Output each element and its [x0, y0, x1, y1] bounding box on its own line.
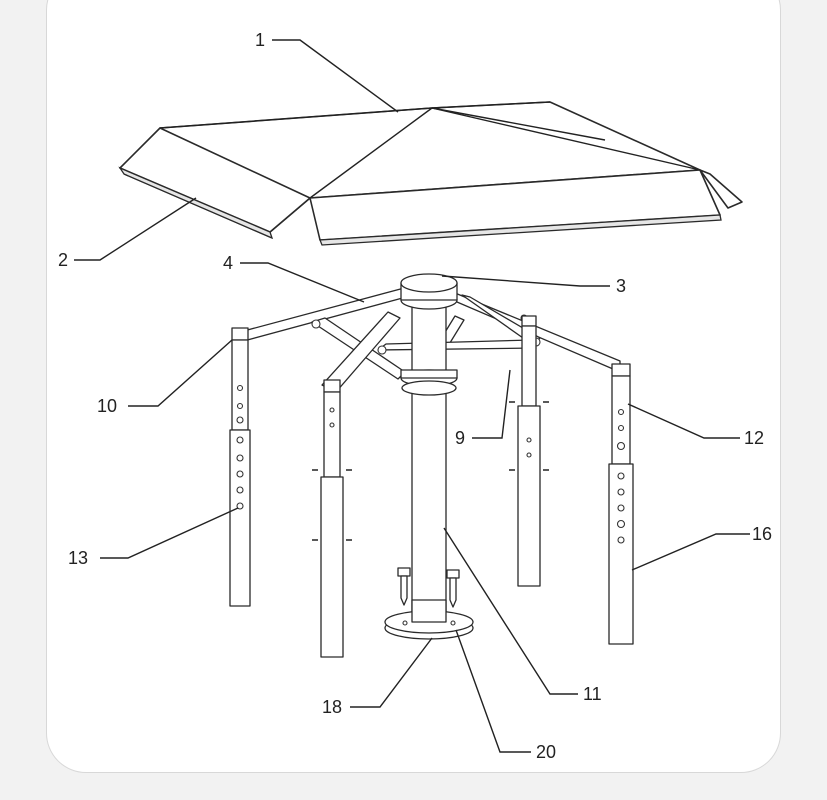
callout-9: 9	[455, 428, 465, 448]
leader-lines	[74, 39, 750, 753]
callout-13: 13	[68, 548, 88, 568]
callout-12: 12	[744, 428, 764, 448]
callout-11: 11	[583, 684, 602, 704]
canopy-roof	[118, 101, 743, 246]
callout-10: 10	[97, 396, 117, 416]
leg-front-left	[312, 379, 352, 658]
callout-1: 1	[255, 30, 265, 50]
leg-back-right	[509, 315, 549, 587]
leg-right	[608, 363, 634, 645]
callout-16: 16	[752, 524, 772, 544]
callout-20: 20	[536, 742, 556, 762]
callout-4: 4	[223, 253, 233, 273]
callout-3: 3	[616, 276, 626, 296]
leg-left	[229, 327, 251, 607]
central-pole	[400, 273, 458, 626]
callout-18: 18	[322, 697, 342, 717]
callout-2: 2	[58, 250, 68, 270]
ground-stakes	[397, 567, 460, 608]
callout-labels: 1 2 3 4 9 10 11 12 13 16 18 20	[58, 30, 772, 762]
base-plate	[384, 599, 474, 640]
